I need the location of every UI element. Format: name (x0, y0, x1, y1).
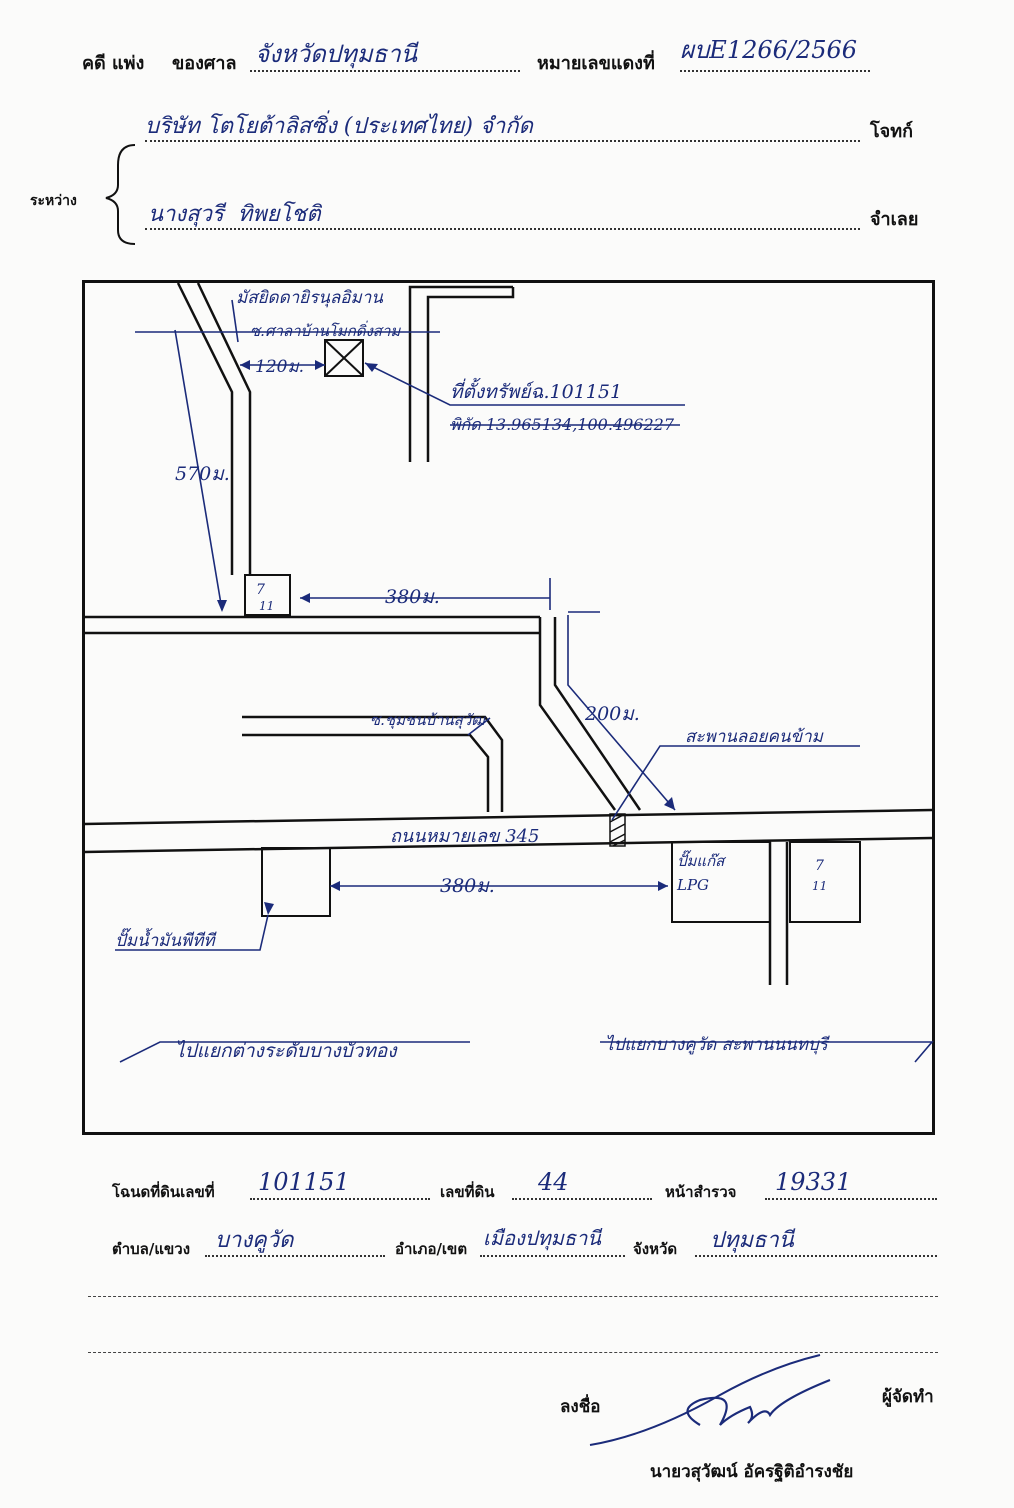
province-dots (695, 1255, 937, 1257)
lpg-box (671, 841, 771, 923)
top-right-road (408, 285, 513, 462)
subdistrict-label: ตำบล/แขวง (112, 1240, 191, 1258)
lpg-label-2: LPG (676, 876, 709, 894)
defendant-value: นางสุวรี ทิพยโชติ (148, 202, 321, 227)
court-value: จังหวัดปทุมธานี (255, 40, 418, 68)
deed-dots (250, 1198, 430, 1200)
seven-eleven-bottom-11: 11 (812, 879, 827, 893)
bridge-marker (609, 813, 626, 847)
to-left-label: ไปแยกต่างระดับบางบัวทอง (175, 1039, 398, 1062)
village-soi-label: ซ.ชุมชนบ้านสุวัฒ (370, 711, 486, 729)
property-label: ที่ตั้งทรัพย์ฉ.101151 (450, 377, 622, 403)
north-road (176, 282, 234, 575)
blank-line-1 (88, 1296, 938, 1297)
defendant-label: จำเลย (870, 209, 919, 230)
province-label: จังหวัด (633, 1240, 678, 1258)
dist-380-top: 380ม. (385, 586, 440, 608)
number-dots (680, 70, 870, 72)
property-marker (324, 339, 364, 377)
main-road (83, 808, 933, 826)
land-no-value: 44 (538, 1168, 569, 1196)
defendant-dots (145, 228, 860, 230)
case-label: คดี แพ่ง (82, 53, 145, 74)
gas-station-box (261, 847, 331, 917)
land-no-label: เลขที่ดิน (440, 1183, 495, 1201)
dist-380-bottom: 380ม. (440, 875, 495, 897)
map-frame (82, 280, 935, 1135)
seven-eleven-bottom-box (789, 841, 861, 923)
dist-200: 200ม. (584, 703, 640, 725)
sign-label: ลงชื่อ (560, 1397, 601, 1417)
soi-label: ซ.ศาลาบ้านโมกดิ่งสาม (250, 320, 401, 340)
seven-eleven-top: 7 (256, 582, 265, 598)
district-dots (480, 1255, 625, 1257)
deed-value: 101151 (258, 1168, 350, 1196)
land-no-dots (512, 1198, 652, 1200)
to-right-label: ไปแยกบางคูวัด สะพานนนทบุรี (605, 1034, 831, 1055)
signature (589, 1354, 831, 1446)
seven-eleven-top-box (244, 574, 291, 616)
subdistrict-value: บางคูวัด (215, 1228, 294, 1253)
coords-label: พิกัด 13.965134,100.496227 (450, 415, 675, 434)
court-dots (250, 70, 520, 72)
seven-eleven-bottom: 7 (815, 858, 824, 874)
deed-label: โฉนดที่ดินเลขที่ (112, 1183, 215, 1201)
mosque-label: มัสยิดดายิรนุลอิมาน (236, 288, 383, 308)
plaintiff-value: บริษัท โตโยต้าลิสซิ่ง (ประเทศไทย) จำกัด (145, 114, 533, 139)
number-label: หมายเลขแดงที่ (537, 53, 655, 74)
survey-value: 19331 (775, 1168, 852, 1196)
district-value: เมืองปทุมธานี (483, 1226, 601, 1250)
plaintiff-label: โจทก์ (870, 121, 913, 142)
bridge-label: สะพานลอยคนข้าม (685, 727, 824, 747)
lpg-label: ปั๊มแก๊ส (677, 850, 727, 870)
road-label: ถนนหมายเลข 345 (390, 826, 539, 847)
province-value: ปทุมธานี (710, 1228, 794, 1253)
blank-line-2 (88, 1352, 938, 1353)
dist-120: 120ม. (255, 357, 304, 377)
plaintiff-dots (145, 140, 860, 142)
survey-dots (765, 1198, 937, 1200)
seven-eleven-top-11: 11 (259, 599, 274, 613)
court-label: ของศาล (172, 53, 237, 74)
district-label: อำเภอ/เขต (395, 1240, 468, 1258)
between-brace (105, 144, 136, 245)
location-map: มัสยิดดายิรนุลอิมาน ซ.ศาลาบ้านโมกดิ่งสาม… (83, 282, 934, 1063)
gas-station-label: ปั๊มน้ำมันพีทีที (115, 927, 218, 951)
signer-name: นายวสุวัฒน์ อัครฐิติอำรงชัย (650, 1462, 854, 1482)
between-label: ระหว่าง (30, 193, 77, 209)
dist-570: 570ม. (175, 463, 230, 485)
maker-label: ผู้จัดทำ (882, 1387, 934, 1407)
number-value: ผบE1266/2566 (680, 36, 858, 64)
survey-label: หน้าสำรวจ (665, 1183, 737, 1201)
subdistrict-dots (205, 1255, 385, 1257)
